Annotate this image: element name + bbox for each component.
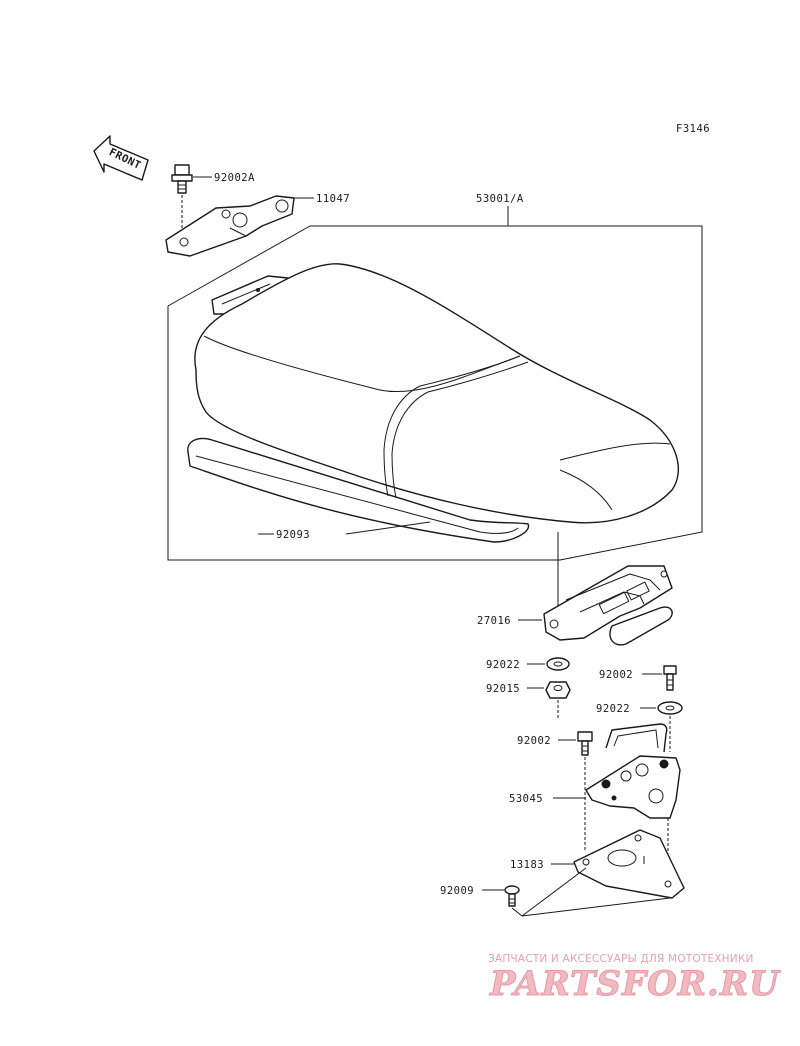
bolt-92002-left	[577, 731, 593, 756]
bolt-92002-right	[663, 665, 677, 691]
part-label-53001a: 53001/A	[476, 193, 524, 205]
bracket-11047	[165, 195, 295, 257]
part-label-92002a: 92002A	[214, 172, 255, 184]
part-label-92015: 92015	[486, 683, 520, 695]
bolt-92002a	[171, 164, 193, 194]
latch-27016	[543, 565, 673, 646]
part-label-92002-left: 92002	[517, 735, 551, 747]
part-label-92022-right: 92022	[596, 703, 630, 715]
plate-13183	[573, 829, 685, 899]
part-label-92093: 92093	[276, 529, 310, 541]
washer-92022-right	[657, 701, 683, 715]
mount-53045	[585, 723, 681, 819]
watermark-caption: ЗАПЧАСТИ И АКСЕССУАРЫ ДЛЯ МОТОТЕХНИКИ	[488, 953, 754, 965]
seat-53001a	[187, 263, 680, 543]
part-label-53045: 53045	[509, 793, 543, 805]
washer-92022-left	[546, 657, 570, 671]
part-label-11047: 11047	[316, 193, 350, 205]
part-label-92002-right: 92002	[599, 669, 633, 681]
part-label-92009: 92009	[440, 885, 474, 897]
screw-92009	[504, 885, 520, 907]
front-arrow: FRONT	[93, 135, 149, 181]
part-label-13183: 13183	[510, 859, 544, 871]
watermark-brand: PARTSFOR.RU	[490, 964, 780, 1005]
diagram-code: F3146	[676, 123, 710, 135]
nut-92015	[545, 681, 571, 699]
part-label-27016: 27016	[477, 615, 511, 627]
part-label-92022-left: 92022	[486, 659, 520, 671]
